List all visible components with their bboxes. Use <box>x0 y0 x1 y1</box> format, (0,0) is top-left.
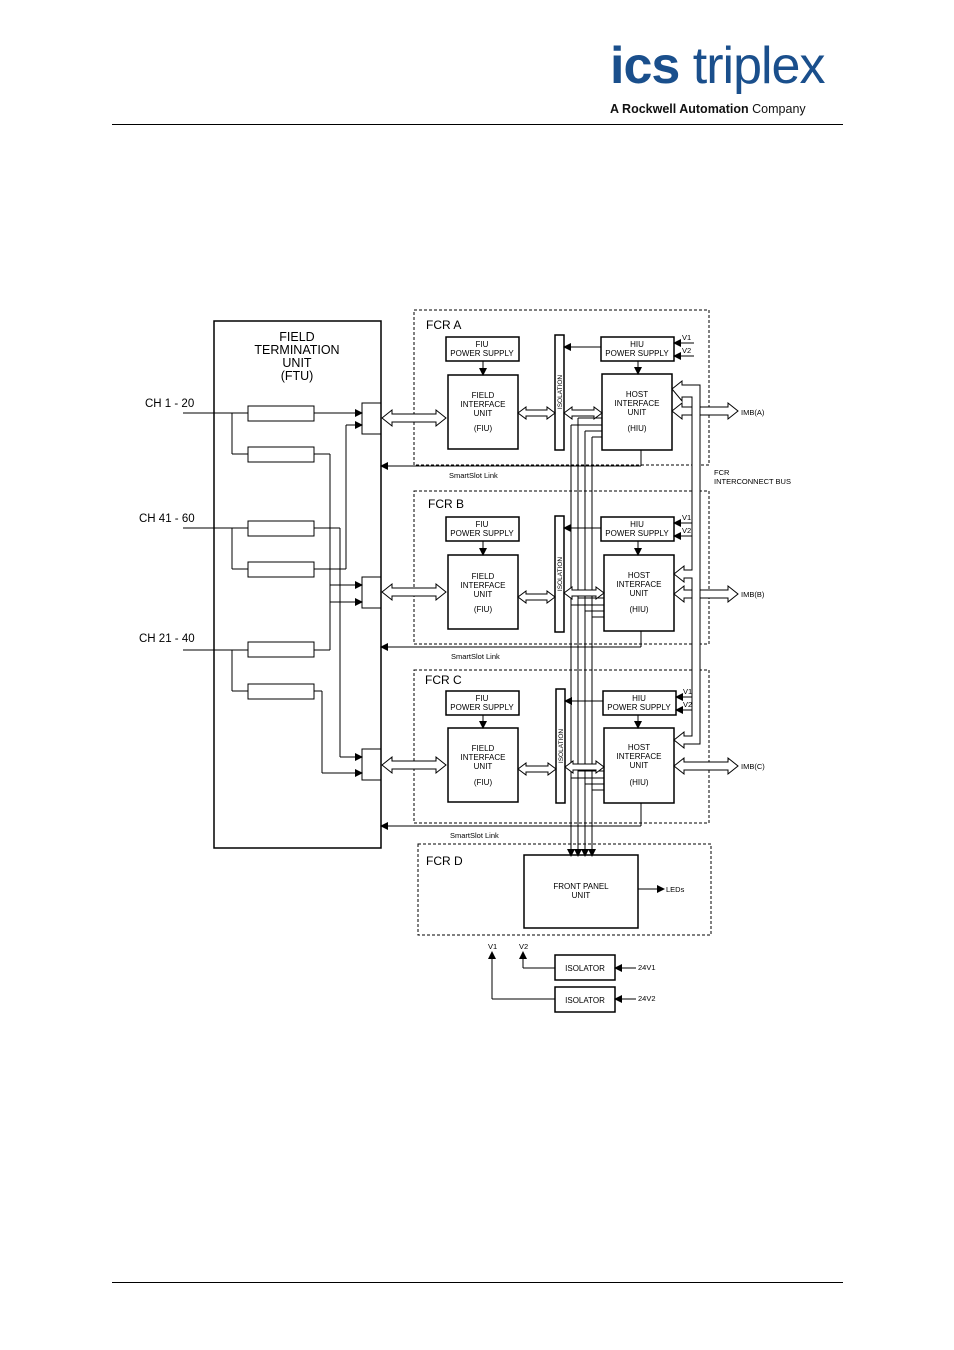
fcr-d-label: FCR D <box>426 854 463 868</box>
fcr-d-box <box>417 843 712 936</box>
fcr-c-isolation-bar <box>555 688 566 804</box>
channel-label-2: CH 41 - 60 <box>139 513 195 525</box>
fcr-a-hiu-text: HOST <box>626 390 648 399</box>
fcr-c-smartslot: SmartSlot Link <box>450 831 499 840</box>
fcr-c-hiu-text: (HIU) <box>629 778 648 787</box>
fcr-b-fiu-text: (FIU) <box>474 605 493 614</box>
fcr-a-box <box>413 309 710 466</box>
isolator-1-text: ISOLATOR <box>565 964 605 973</box>
header-rule <box>112 124 843 125</box>
fcr-a-hiu-text: UNIT <box>628 408 647 417</box>
logo-wordmark: ics triplex <box>610 37 825 95</box>
fcr-b-smartslot: SmartSlot Link <box>451 652 500 661</box>
fcr-a-isolation-bar <box>554 334 565 451</box>
logo-tagline: A Rockwell Automation Company <box>610 102 806 116</box>
footer-rule <box>112 1282 843 1283</box>
fcr-a-v1: V1 <box>682 333 691 342</box>
fcr-c-hiu-power-supply <box>602 690 677 716</box>
fcr-a-isolation-text: ISOLATION <box>557 375 564 409</box>
ftu-connector-c <box>361 748 382 781</box>
fcr-a-hiu-ps-text: HIU <box>630 340 644 349</box>
fcr-c-isolation-text: ISOLATION <box>558 729 565 763</box>
power-v1-label: V1 <box>488 942 497 951</box>
fcr-a-fiu-text: FIELD <box>472 391 495 400</box>
resistor <box>247 405 315 422</box>
resistor <box>247 683 315 700</box>
ftu-connector-b <box>361 576 382 609</box>
front-panel-text: FRONT PANEL <box>553 882 609 891</box>
fcr-b-box <box>413 490 710 645</box>
fcr-b-isolation-text: ISOLATION <box>557 557 564 591</box>
fcr-c-v1: V1 <box>683 687 692 696</box>
fcr-c-fiu-text: FIELD <box>472 744 495 753</box>
fcr-a-fiu-ps-text: POWER SUPPLY <box>450 349 514 358</box>
fcr-a-v2: V2 <box>682 346 691 355</box>
fcr-b-v1: V1 <box>682 513 691 522</box>
resistor <box>247 561 315 578</box>
fcr-a-smartslot: SmartSlot Link <box>449 471 498 480</box>
fcr-a-fiu-text: INTERFACE <box>461 400 506 409</box>
fcr-b-v2: V2 <box>682 526 691 535</box>
bus-label-2: INTERCONNECT BUS <box>714 477 791 486</box>
fcr-b-hiu-ps-text: POWER SUPPLY <box>605 529 669 538</box>
ftu-label-3: UNIT <box>282 356 312 370</box>
power-v2-label: V2 <box>519 942 528 951</box>
fcr-a-imb: IMB(A) <box>741 408 765 417</box>
fcr-a-label: FCR A <box>426 318 461 332</box>
bus-label-1: FCR <box>714 468 730 477</box>
power-input-1: 24V1 <box>638 963 656 972</box>
fcr-c-hiu-text: HOST <box>628 743 650 752</box>
fcr-b-imb: IMB(B) <box>741 590 765 599</box>
fcr-b-hiu-text: UNIT <box>630 589 649 598</box>
front-panel-text: UNIT <box>572 891 591 900</box>
fcr-c-hiu-text: INTERFACE <box>617 752 662 761</box>
fcr-c-fiu-ps-text: FIU <box>476 694 489 703</box>
fcr-c-hiu-ps-text: HIU <box>632 694 646 703</box>
fcr-b-fiu-ps-text: FIU <box>476 520 489 529</box>
fcr-b-label: FCR B <box>428 497 464 511</box>
fcr-a-fiu-text: UNIT <box>474 409 493 418</box>
fcr-c-fiu-text: INTERFACE <box>461 753 506 762</box>
fcr-c-hiu-ps-text: POWER SUPPLY <box>607 703 671 712</box>
fcr-b-hiu-text: INTERFACE <box>617 580 662 589</box>
fcr-b-fiu-ps-text: POWER SUPPLY <box>450 529 514 538</box>
ftu-label-4: (FTU) <box>281 369 314 383</box>
ftu-connector-a <box>361 402 382 435</box>
fcr-a-hiu-ps-text: POWER SUPPLY <box>605 349 669 358</box>
channel-label-3: CH 21 - 40 <box>139 633 195 645</box>
fcr-b-hiu-text: HOST <box>628 571 650 580</box>
fcr-c-fiu-text: (FIU) <box>474 778 493 787</box>
fcr-b-hiu-text: (HIU) <box>629 605 648 614</box>
fcr-c-label: FCR C <box>425 673 462 687</box>
front-panel-unit <box>523 854 639 929</box>
resistor <box>247 520 315 537</box>
fcr-c-box <box>413 669 710 824</box>
ftu-label-2: TERMINATION <box>254 343 339 357</box>
fcr-b-fiu-text: FIELD <box>472 572 495 581</box>
fcr-c-imb: IMB(C) <box>741 762 765 771</box>
isolator-2-text: ISOLATOR <box>565 996 605 1005</box>
fcr-a-hiu-text: (HIU) <box>627 424 646 433</box>
fcr-b-hiu-ps-text: HIU <box>630 520 644 529</box>
ftu-label-1: FIELD <box>279 330 314 344</box>
resistor <box>247 641 315 658</box>
company-logo: ics triplex A Rockwell Automation Compan… <box>610 40 845 116</box>
leds-label: LEDs <box>666 885 685 894</box>
fcr-b-fiu-text: INTERFACE <box>461 581 506 590</box>
fcr-c-hiu-text: UNIT <box>630 761 649 770</box>
fcr-c-v2: V2 <box>683 700 692 709</box>
power-input-2: 24V2 <box>638 994 656 1003</box>
channel-label-1: CH 1 - 20 <box>145 398 194 410</box>
fcr-c-fiu-ps-text: POWER SUPPLY <box>450 703 514 712</box>
fcr-a-hiu-text: INTERFACE <box>615 399 660 408</box>
fcr-b-isolation-bar <box>554 515 565 633</box>
fcr-a-fiu-ps-text: FIU <box>476 340 489 349</box>
resistor <box>247 446 315 463</box>
fcr-b-fiu-text: UNIT <box>474 590 493 599</box>
fcr-c-fiu-text: UNIT <box>474 762 493 771</box>
fcr-a-fiu-text: (FIU) <box>474 424 493 433</box>
